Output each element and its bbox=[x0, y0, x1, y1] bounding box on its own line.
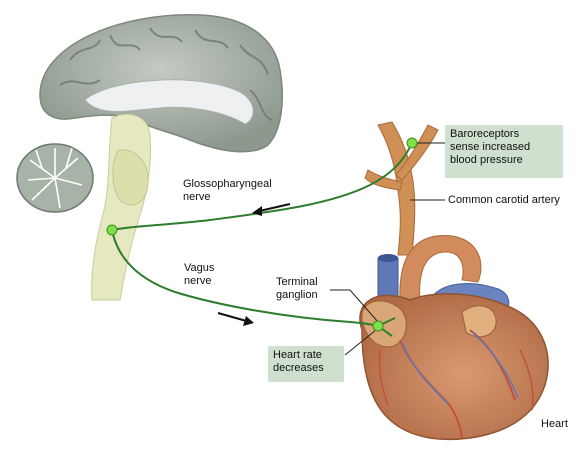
baroreceptors-line-1: Baroreceptors bbox=[450, 128, 520, 140]
baroreceptors-line-2: sense increased bbox=[450, 141, 531, 153]
heart-rate-line-1: Heart rate bbox=[273, 349, 322, 361]
cerebellum bbox=[16, 143, 94, 213]
glossopharyngeal-line-2: nerve bbox=[183, 191, 211, 203]
heart-rate-line-2: decreases bbox=[273, 362, 324, 374]
vagus-line-1: Vagus bbox=[184, 262, 215, 274]
carotid-label: Common carotid artery bbox=[448, 194, 560, 206]
direction-arrows bbox=[217, 203, 291, 326]
glossopharyngeal-label: Glossopharyngeal nerve bbox=[183, 178, 272, 204]
brainstem bbox=[91, 113, 151, 301]
terminal-line-1: Terminal bbox=[276, 276, 318, 288]
aorta bbox=[399, 234, 482, 301]
baroreceptors-line-3: blood pressure bbox=[450, 154, 523, 166]
vagus-label: Vagus nerve bbox=[184, 262, 214, 288]
heart-illustration bbox=[359, 234, 549, 441]
left-auricle bbox=[461, 305, 497, 338]
terminal-ganglion-node bbox=[372, 320, 384, 332]
heart-body bbox=[359, 293, 549, 441]
vagus-nerve bbox=[111, 229, 379, 327]
terminal-line-2: ganglion bbox=[276, 289, 318, 301]
nerve-pathways bbox=[111, 142, 413, 337]
baroreceptors-label: Baroreceptors sense increased blood pres… bbox=[445, 125, 563, 178]
brainstem-node bbox=[106, 224, 118, 236]
glossopharyngeal-nerve bbox=[111, 142, 413, 231]
corpus-callosum bbox=[84, 79, 254, 125]
heart-rate-label: Heart rate decreases bbox=[268, 346, 344, 382]
baroreceptor-node bbox=[406, 137, 418, 149]
vagus-line-2: nerve bbox=[184, 275, 212, 287]
brain bbox=[16, 14, 284, 301]
heart-label: Heart bbox=[541, 418, 568, 430]
glossopharyngeal-line-1: Glossopharyngeal bbox=[183, 178, 272, 190]
terminal-ganglion-label: Terminal ganglion bbox=[276, 276, 318, 302]
carotid-branch bbox=[395, 124, 439, 181]
pons bbox=[112, 149, 149, 206]
